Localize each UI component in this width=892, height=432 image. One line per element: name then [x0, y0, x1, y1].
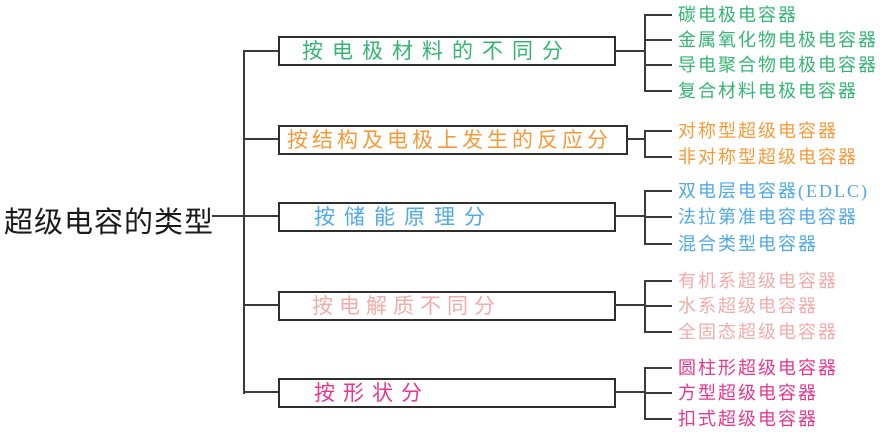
leaf-label: 混合类型电容器: [678, 234, 818, 254]
connector-line: [614, 50, 646, 52]
connector-line: [243, 50, 278, 52]
leaf-label: 导电聚合物电极电容器: [678, 55, 878, 75]
category-box-structure-reaction: 按结构及电极上发生的反应分: [278, 125, 628, 155]
bracket-line: [644, 130, 646, 158]
leaf-label: 水系超级电容器: [678, 296, 818, 316]
category-label: 按电解质不同分: [312, 294, 501, 318]
leaf-label: 复合材料电极电容器: [678, 81, 858, 101]
leaf-label: 对称型超级电容器: [678, 121, 838, 141]
connector-line: [644, 14, 672, 16]
connector-line: [644, 243, 672, 245]
root-label: 超级电容的类型: [4, 207, 215, 239]
leaf-label: 圆柱形超级电容器: [678, 358, 838, 378]
leaf-label: 方型超级电容器: [678, 383, 818, 403]
leaf-label: 非对称型超级电容器: [678, 147, 858, 167]
connector-line: [644, 39, 672, 41]
leaf-label: 有机系超级电容器: [678, 271, 838, 291]
bracket-line: [644, 14, 646, 92]
connector-line: [644, 280, 672, 282]
connector-line: [644, 367, 672, 369]
category-label: 按形状分: [314, 381, 430, 405]
category-label: 按储能原理分: [314, 205, 494, 229]
connector-line: [243, 138, 278, 140]
category-label: 按电极材料的不同分: [302, 39, 572, 63]
category-box-shape: 按形状分: [278, 378, 616, 408]
connector-line: [626, 138, 646, 140]
connector-line: [644, 190, 672, 192]
connector-line: [614, 304, 646, 306]
connector-line: [644, 305, 672, 307]
category-box-electrode-material: 按电极材料的不同分: [278, 36, 616, 66]
connector-line: [644, 156, 672, 158]
connector-line: [644, 392, 672, 394]
leaf-label: 碳电极电容器: [678, 5, 798, 25]
connector-line: [644, 331, 672, 333]
category-label: 按结构及电极上发生的反应分: [287, 128, 612, 152]
leaf-label: 双电层电容器(EDLC): [678, 181, 869, 201]
connector-line: [212, 215, 278, 217]
trunk-line: [243, 50, 245, 394]
leaf-label: 金属氧化物电极电容器: [678, 30, 878, 50]
connector-line: [644, 130, 672, 132]
leaf-label: 法拉第准电容电容器: [678, 207, 858, 227]
connector-line: [243, 304, 278, 306]
leaf-label: 扣式超级电容器: [678, 409, 818, 429]
connector-line: [614, 391, 646, 393]
connector-line: [644, 216, 672, 218]
category-box-electrolyte: 按电解质不同分: [278, 291, 616, 321]
connector-line: [644, 418, 672, 420]
category-box-energy-storage-principle: 按储能原理分: [278, 202, 616, 232]
leaf-label: 全固态超级电容器: [678, 322, 838, 342]
connector-line: [644, 64, 672, 66]
connector-line: [614, 215, 646, 217]
connector-line: [243, 391, 278, 393]
connector-line: [644, 90, 672, 92]
